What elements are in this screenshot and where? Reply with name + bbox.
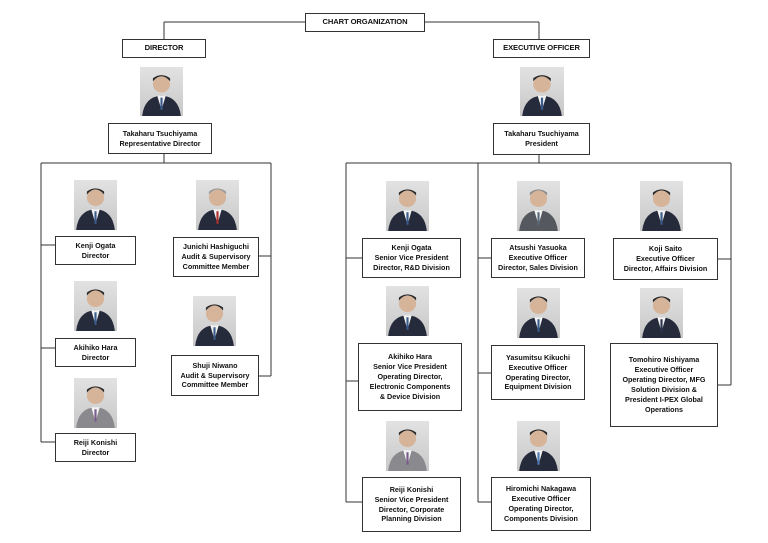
portrait-icon	[198, 188, 237, 230]
photo-exec-yasuoka	[517, 181, 560, 231]
photo-director-hashiguchi	[196, 180, 239, 230]
portrait-icon	[76, 386, 115, 428]
portrait-icon	[195, 304, 234, 346]
portrait-icon	[76, 188, 115, 230]
director-header: DIRECTOR	[122, 39, 206, 58]
photo-director-ogata	[74, 180, 117, 230]
portrait-icon	[519, 189, 558, 231]
portrait-icon	[519, 296, 558, 338]
portrait-icon	[76, 289, 115, 331]
portrait-icon	[142, 75, 181, 116]
executive-officer-header: EXECUTIVE OFFICER	[493, 39, 590, 58]
photo-exec-hara	[386, 286, 429, 336]
portrait-icon	[642, 296, 681, 338]
portrait-icon	[522, 75, 562, 116]
photo-exec-ogata	[386, 181, 429, 231]
photo-director-hara	[74, 281, 117, 331]
portrait-icon	[388, 189, 427, 231]
chart-title: CHART ORGANIZATION	[305, 13, 425, 32]
portrait-icon	[642, 189, 681, 231]
portrait-icon	[388, 294, 427, 336]
photo-exec-nishiyama	[640, 288, 683, 338]
photo-exec-nakagawa	[517, 421, 560, 471]
portrait-icon	[388, 429, 427, 471]
photo-director-konishi	[74, 378, 117, 428]
photo-exec-tsuchiyama	[520, 67, 564, 116]
portrait-icon	[519, 429, 558, 471]
photo-exec-kikuchi	[517, 288, 560, 338]
photo-director-niwano	[193, 296, 236, 346]
photo-director-tsuchiyama	[140, 67, 183, 116]
photo-exec-konishi	[386, 421, 429, 471]
photo-exec-saito	[640, 181, 683, 231]
